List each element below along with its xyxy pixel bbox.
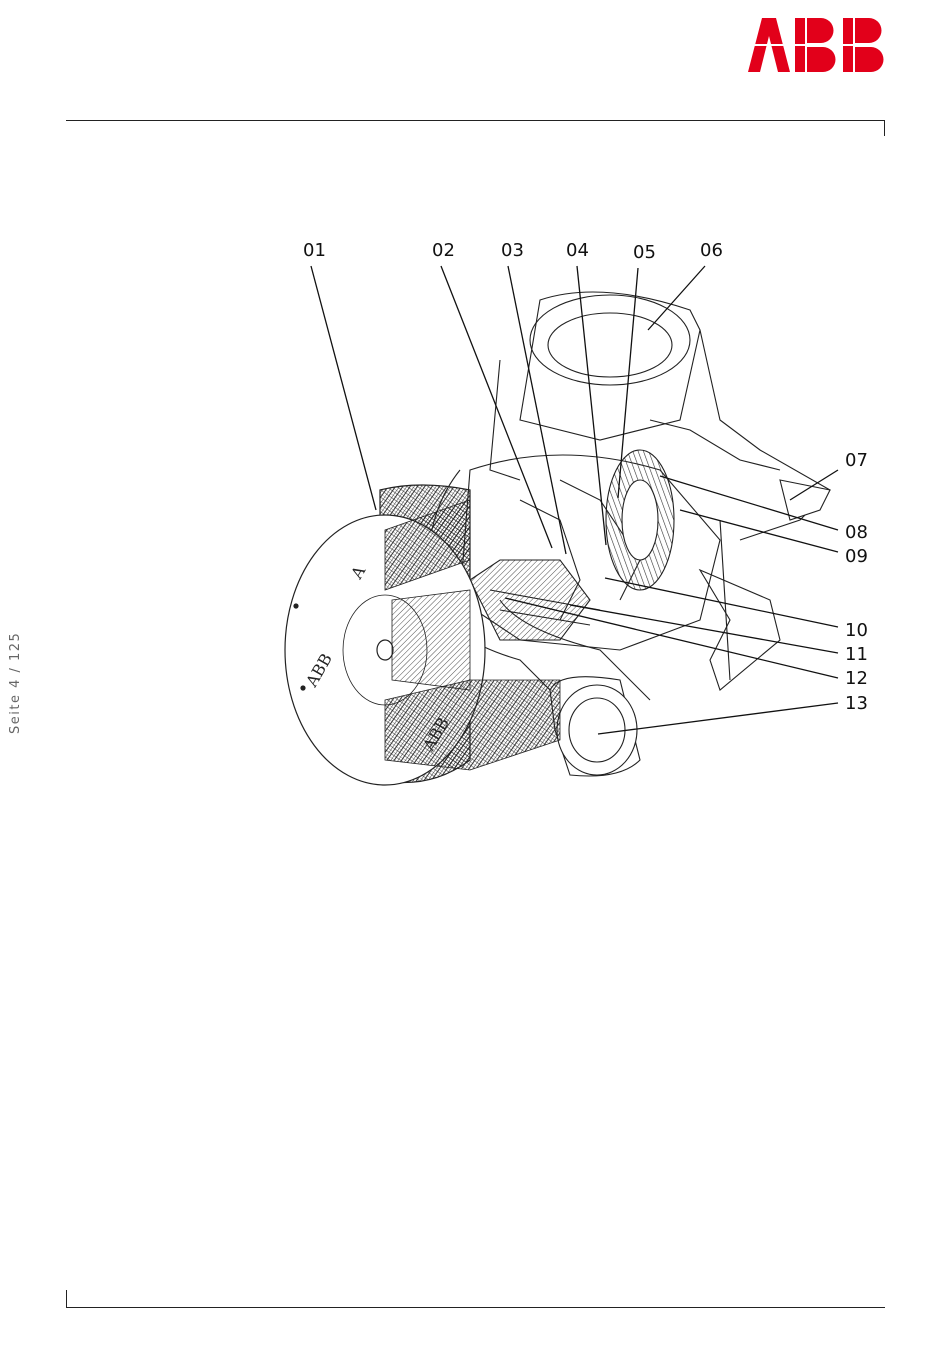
callout-04: 04: [566, 241, 589, 261]
callout-05: 05: [633, 243, 656, 263]
callout-03: 03: [501, 241, 524, 261]
callout-12: 12: [845, 669, 868, 689]
callout-13: 13: [845, 694, 868, 714]
callout-02: 02: [432, 241, 455, 261]
callout-06: 06: [700, 241, 723, 261]
callout-08: 08: [845, 523, 868, 543]
callout-07: 07: [845, 451, 868, 471]
callout-10: 10: [845, 621, 868, 641]
callout-01: 01: [303, 241, 326, 261]
callout-09: 09: [845, 547, 868, 567]
callout-11: 11: [845, 645, 868, 665]
